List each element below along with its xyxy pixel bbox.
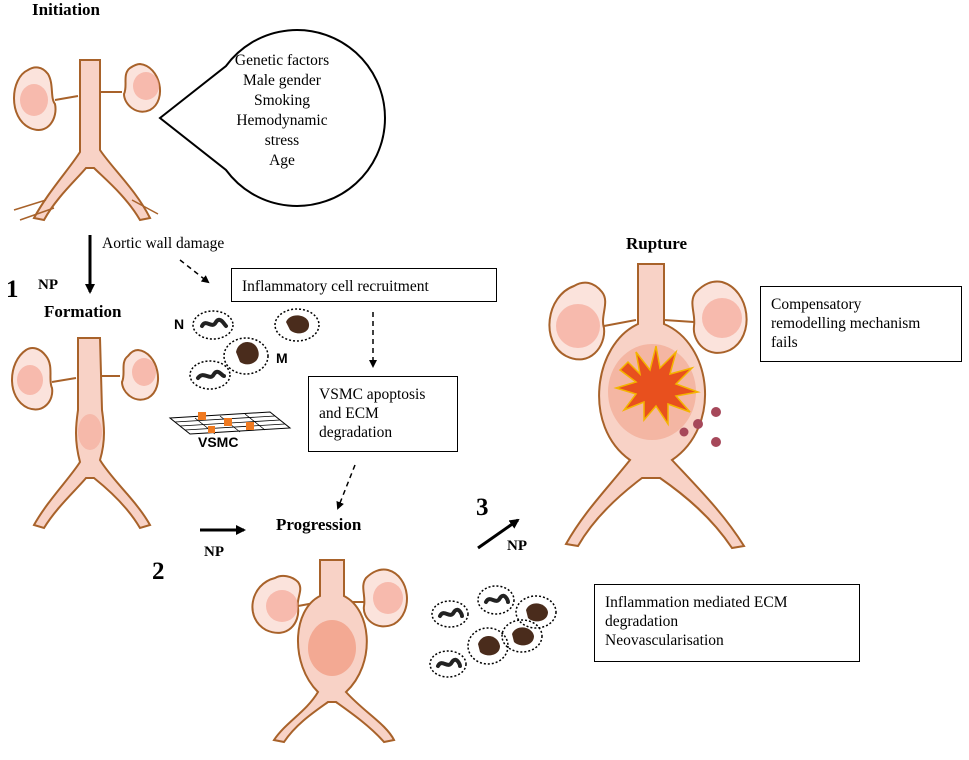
box-line: and ECM xyxy=(319,405,379,422)
arrow-to-inflammatory xyxy=(179,259,210,284)
kidney-right-icon xyxy=(122,62,161,113)
kidney-right-icon-4 xyxy=(691,280,748,354)
kidney-right-icon-2 xyxy=(120,348,159,401)
risk-factor-list: Genetic factors Male gender Smoking Hemo… xyxy=(206,51,358,171)
risk-factor-item: Genetic factors xyxy=(234,52,330,69)
np-label-2: NP xyxy=(204,544,224,560)
aorta-formation-illustration xyxy=(11,337,159,530)
neutrophil-cell-icon-2 xyxy=(189,360,231,390)
stage-title-rupture: Rupture xyxy=(626,234,688,253)
macrophage-cell-icon xyxy=(274,308,320,342)
aorta-rupture-illustration xyxy=(548,263,748,550)
risk-factor-item: Male gender xyxy=(243,72,321,89)
risk-factor-bubble xyxy=(158,29,386,207)
kidney-left-icon-3 xyxy=(251,574,302,634)
neutrophil-cell-icon-3 xyxy=(431,600,469,628)
macrophage-cell-icon-3 xyxy=(515,595,557,629)
kidney-left-icon xyxy=(13,66,57,131)
blood-drops-icon xyxy=(679,407,721,447)
compensatory-remodelling-box: Compensatory remodelling mechanism fails xyxy=(760,286,962,362)
box-line: remodelling mechanism xyxy=(771,315,921,332)
stage-title-progression: Progression xyxy=(276,515,362,534)
box-line: degradation xyxy=(605,613,679,630)
kidney-left-icon-4 xyxy=(548,281,607,361)
vsmc-mesh-illustration xyxy=(168,411,292,435)
inflammatory-recruitment-box: Inflammatory cell recruitment xyxy=(231,268,497,302)
box-line: Inflammatory cell recruitment xyxy=(242,278,429,295)
macrophage-cell-icon-2 xyxy=(223,337,269,375)
stage-title-formation: Formation xyxy=(44,302,122,321)
box-line: VSMC apoptosis xyxy=(319,386,426,403)
inflammation-mediated-box: Inflammation mediated ECM degradation Ne… xyxy=(594,584,860,662)
macrophage-cell-icon-5 xyxy=(501,619,543,653)
aorta-initiation-illustration xyxy=(13,59,161,222)
step-number-3: 3 xyxy=(476,494,489,521)
step-number-2: 2 xyxy=(152,558,165,585)
rupture-burst-icon xyxy=(613,345,701,427)
vsmc-apoptosis-box: VSMC apoptosis and ECM degradation xyxy=(308,376,458,452)
neutrophil-label: N xyxy=(174,316,185,332)
risk-factor-item: Hemodynamic xyxy=(236,112,328,129)
risk-factor-item: stress xyxy=(264,132,300,149)
step-number-1: 1 xyxy=(6,276,19,303)
box-line: Inflammation mediated ECM xyxy=(605,594,788,611)
box-line: Neovascularisation xyxy=(605,632,724,649)
np-label-1: NP xyxy=(38,277,58,293)
kidney-right-icon-3 xyxy=(362,568,408,628)
box-line: fails xyxy=(771,334,798,351)
arrow-progression-to-rupture xyxy=(477,518,520,550)
neutrophil-cell-icon-4 xyxy=(477,585,515,615)
vsmc-label: VSMC xyxy=(198,434,239,450)
neutrophil-cell-icon-5 xyxy=(429,650,467,678)
neutrophil-cell-icon xyxy=(192,310,234,340)
inflammatory-cell-cluster xyxy=(429,585,557,678)
box-line: degradation xyxy=(319,424,393,441)
macrophage-cell-icon-4 xyxy=(467,627,509,665)
aorta-progression-illustration xyxy=(251,559,408,744)
risk-factor-item: Age xyxy=(269,152,295,169)
risk-factor-item: Smoking xyxy=(254,92,310,109)
aortic-wall-damage-label: Aortic wall damage xyxy=(102,235,225,252)
stage-title-initiation: Initiation xyxy=(32,0,101,19)
box-line: Compensatory xyxy=(771,296,862,313)
macrophage-label: M xyxy=(276,350,288,366)
arrow-vsmc-to-progression xyxy=(336,464,356,510)
kidney-left-icon-2 xyxy=(11,347,54,411)
np-label-3: NP xyxy=(507,538,527,554)
